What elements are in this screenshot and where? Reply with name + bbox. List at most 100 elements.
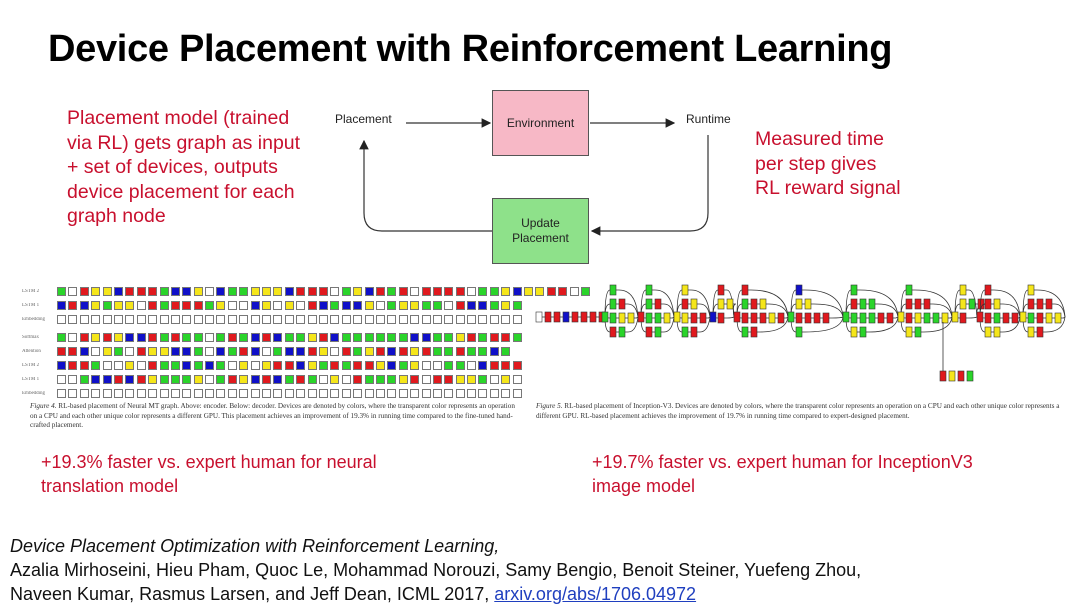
environment-box: Environment bbox=[492, 90, 589, 156]
device-cell bbox=[296, 374, 306, 384]
device-cell bbox=[68, 332, 78, 342]
op-node bbox=[1036, 298, 1044, 310]
device-cell bbox=[307, 346, 317, 356]
device-cell bbox=[102, 332, 112, 342]
device-cell bbox=[216, 332, 226, 342]
op-node bbox=[905, 326, 913, 338]
op-node bbox=[1027, 284, 1035, 296]
device-cell bbox=[284, 388, 294, 398]
device-cell bbox=[375, 360, 385, 370]
device-cell bbox=[239, 286, 249, 296]
device-cell bbox=[432, 346, 442, 356]
device-cell bbox=[57, 388, 66, 398]
update-placement-box: Update Placement bbox=[492, 198, 589, 264]
device-cell bbox=[432, 314, 442, 324]
device-cell bbox=[387, 332, 397, 342]
device-cell bbox=[125, 332, 135, 342]
device-cell bbox=[284, 286, 294, 296]
device-cell bbox=[79, 388, 89, 398]
device-cell bbox=[364, 314, 374, 324]
device-cell bbox=[79, 360, 89, 370]
device-cell bbox=[478, 332, 488, 342]
device-cell bbox=[341, 314, 351, 324]
device-cell bbox=[296, 388, 306, 398]
device-cell bbox=[318, 360, 328, 370]
device-cell bbox=[307, 332, 317, 342]
note-line: graph node bbox=[67, 205, 166, 227]
device-cell bbox=[296, 300, 306, 310]
op-node bbox=[618, 298, 626, 310]
device-cell bbox=[307, 388, 317, 398]
device-cell bbox=[136, 388, 146, 398]
device-cell bbox=[467, 314, 477, 324]
device-cell bbox=[353, 300, 363, 310]
op-node bbox=[984, 284, 992, 296]
device-cell bbox=[205, 286, 215, 296]
op-node bbox=[1002, 312, 1010, 324]
device-cell bbox=[148, 388, 158, 398]
device-cell bbox=[341, 388, 351, 398]
device-cell bbox=[79, 314, 89, 324]
arrow-update-to-placement bbox=[359, 139, 492, 232]
device-cell bbox=[136, 360, 146, 370]
device-cell bbox=[353, 388, 363, 398]
op-node bbox=[627, 312, 635, 324]
device-cell bbox=[467, 360, 477, 370]
inception-result: +19.7% faster vs. expert human for Incep… bbox=[592, 450, 973, 498]
device-cell bbox=[421, 286, 431, 296]
authors-line: Naveen Kumar, Rasmus Larsen, and Jeff De… bbox=[10, 584, 495, 604]
op-node bbox=[618, 312, 626, 324]
op-node bbox=[1045, 312, 1053, 324]
device-cell bbox=[182, 332, 192, 342]
device-cell bbox=[364, 286, 374, 296]
device-cell bbox=[113, 286, 123, 296]
diagram-arrows bbox=[359, 118, 709, 236]
op-node bbox=[673, 311, 681, 323]
device-cell bbox=[239, 332, 249, 342]
device-cell bbox=[512, 300, 522, 310]
op-node bbox=[850, 284, 858, 296]
device-cell bbox=[102, 360, 112, 370]
device-cell bbox=[262, 360, 272, 370]
device-cell bbox=[432, 388, 442, 398]
device-cell bbox=[170, 286, 180, 296]
device-cell bbox=[421, 332, 431, 342]
op-node bbox=[957, 370, 965, 382]
device-cell bbox=[467, 374, 477, 384]
device-cell bbox=[102, 374, 112, 384]
device-cell bbox=[216, 388, 226, 398]
rl-loop-diagram: Placement Environment Runtime Update Pla… bbox=[320, 85, 740, 270]
device-cell bbox=[421, 360, 431, 370]
device-cell bbox=[227, 314, 237, 324]
arxiv-link[interactable]: arxiv.org/abs/1706.04972 bbox=[494, 584, 697, 604]
device-cell bbox=[398, 314, 408, 324]
op-node bbox=[1054, 312, 1062, 324]
device-cell bbox=[421, 346, 431, 356]
figure4-caption: Figure 4. RL-based placement of Neural M… bbox=[30, 402, 518, 431]
device-cell bbox=[148, 286, 158, 296]
op-node bbox=[609, 312, 617, 324]
arrow-runtime-to-update bbox=[590, 135, 709, 236]
op-node bbox=[768, 312, 776, 324]
device-cell bbox=[318, 388, 328, 398]
device-cell bbox=[148, 346, 158, 356]
op-node bbox=[637, 311, 645, 323]
grid-row-label: LSTM 1 bbox=[22, 302, 40, 308]
op-node bbox=[535, 311, 543, 323]
device-cell bbox=[375, 314, 385, 324]
device-cell bbox=[273, 374, 283, 384]
device-cell bbox=[444, 300, 454, 310]
device-cell bbox=[182, 286, 192, 296]
device-cell bbox=[455, 388, 465, 398]
device-cell bbox=[410, 360, 420, 370]
op-node bbox=[609, 284, 617, 296]
op-node bbox=[1027, 326, 1035, 338]
device-cell bbox=[353, 314, 363, 324]
device-cell bbox=[318, 346, 328, 356]
grid-row: LSTM 2 bbox=[22, 285, 592, 297]
device-cell bbox=[467, 332, 477, 342]
placement-label: Placement bbox=[335, 112, 392, 126]
device-cell bbox=[330, 300, 340, 310]
device-cell bbox=[273, 346, 283, 356]
device-cell bbox=[227, 332, 237, 342]
